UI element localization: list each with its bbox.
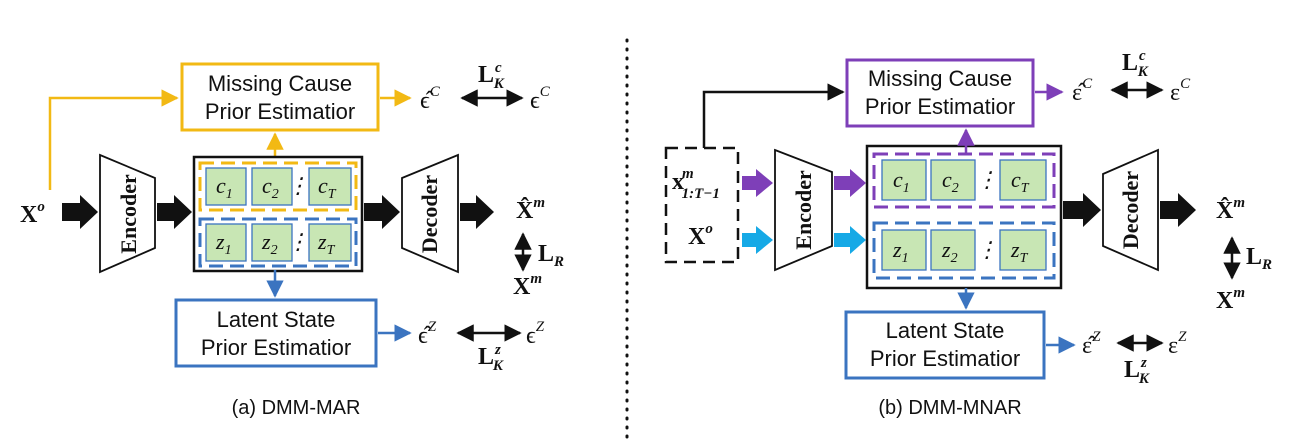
panel-b-latent-line2: Prior Estimatior <box>870 346 1020 371</box>
panel-b-decoder <box>1102 148 1159 272</box>
panel-b-caption: (b) DMM-MNAR <box>878 397 1021 419</box>
panel-a-z-row <box>198 217 358 268</box>
panel-a-cell-z1 <box>205 223 247 262</box>
panel-a-xm-label: Xm <box>513 271 542 300</box>
panel-a-cell-zt <box>308 223 352 262</box>
panel-a-caption: (a) DMM-MAR <box>232 397 361 419</box>
panel-b-latent-box <box>844 310 1046 380</box>
panel-b-cell-zt <box>999 229 1047 271</box>
panel-a-encoder <box>99 153 156 274</box>
panel-b-lr-label: LR <box>1246 244 1272 273</box>
panel-a-cell-z1-label: z1 <box>215 229 232 258</box>
panel-b-cell-z2-label: z2 <box>941 237 958 266</box>
panel-b-z-row <box>872 221 1056 280</box>
panel-b-eps-hat-z: ε̂Z <box>1082 329 1101 359</box>
panel-a-missing-cause-line2: Prior Estimatior <box>205 99 355 124</box>
panel-a-missing-cause-line1: Missing Cause <box>208 71 352 96</box>
panel-a-cell-z2 <box>251 223 293 262</box>
panel-b-c-dots: ⋮ <box>976 167 998 192</box>
panel-b-cell-zt-label: zT <box>1010 237 1029 266</box>
panel-a-encoder-out-arrow <box>157 195 192 229</box>
panel-b-bypass-arrow <box>702 83 845 148</box>
panel-b-cell-z1 <box>881 229 927 271</box>
panel-a: Xo Encoder Missing Cause Prior Estimatio… <box>20 60 564 419</box>
panel-a-xhat-label: X̂m <box>516 195 545 224</box>
panel-a-latent-line2: Prior Estimatior <box>201 335 351 360</box>
panel-b-xhat-label: X̂m <box>1216 195 1245 224</box>
panel-b-missing-cause-box <box>845 58 1035 128</box>
panel-b-cell-c2 <box>930 159 976 201</box>
panel-b-cell-c1-label: c1 <box>893 167 910 196</box>
panel-b-missing-cause-line1: Missing Cause <box>868 66 1012 91</box>
panel-a-c-row <box>198 161 358 212</box>
panel-b-cell-c2-label: c2 <box>942 167 959 196</box>
panel-b-xm-label: Xm <box>1216 285 1245 314</box>
panel-a-input-arrow <box>62 195 98 229</box>
panel-b-purple-out-arrow <box>834 169 866 197</box>
panel-b-cyan-out-arrow <box>834 226 866 254</box>
panel-a-cell-ct <box>308 167 352 206</box>
panel-a-latent-box <box>174 298 378 368</box>
panel-a-decoder-label: Decoder <box>417 175 442 253</box>
panel-a-cell-zt-label: zT <box>317 229 336 258</box>
panel-b-cell-ct-label: cT <box>1011 167 1030 196</box>
panel-a-encoder-label: Encoder <box>116 174 141 254</box>
panel-b-encoder-label: Encoder <box>791 170 816 250</box>
panel-a-eps-z: ϵZ <box>526 319 545 349</box>
panel-a-input-label: Xo <box>20 199 45 228</box>
panel-b-eps-hat-c: ε̂C <box>1072 76 1093 106</box>
panel-b-z-dots: ⋮ <box>976 237 998 262</box>
panel-b-encoder <box>774 148 833 272</box>
panel-a-cell-ct-label: cT <box>318 173 337 202</box>
panel-b-decoder-in-arrow <box>1063 193 1101 227</box>
panel-a-c-dots: ⋮ <box>287 173 309 198</box>
panel-a-z-dots: ⋮ <box>287 229 309 254</box>
panel-a-eps-c: ϵC <box>530 84 551 114</box>
panel-a-latent-line1: Latent State <box>217 307 336 332</box>
panel-b-eps-c: εC <box>1170 76 1191 106</box>
panel-b-output-arrow <box>1160 193 1196 227</box>
panel-b-cell-ct <box>999 159 1047 201</box>
panel-b-missing-cause-line2: Prior Estimatior <box>865 94 1015 119</box>
panel-a-cell-c2-label: c2 <box>262 173 279 202</box>
panel-a-cell-c1-label: c1 <box>216 173 233 202</box>
panel-a-cell-z2-label: z2 <box>261 229 278 258</box>
panel-a-missing-cause-box <box>180 62 380 132</box>
panel-a-bypass-arrow <box>48 89 179 190</box>
panel-b-cell-z2 <box>930 229 976 271</box>
panel-a-lr-label: LR <box>538 241 564 270</box>
panel-b-cyan-in-arrow <box>742 226 773 254</box>
panel-b-c-row <box>872 152 1056 209</box>
panel-a-decoder <box>401 153 459 274</box>
panel-b-purple-in-arrow <box>742 169 773 197</box>
panel-a-eps-hat-z: ϵ̂Z <box>418 319 437 349</box>
panel-b-cell-z1-label: z1 <box>892 237 909 266</box>
panel-b-decoder-label: Decoder <box>1118 171 1143 249</box>
panel-a-cell-c2 <box>251 167 293 206</box>
panel-a-eps-hat-c: ϵ̂C <box>420 84 441 114</box>
panel-b-input-bottom: Xo <box>688 221 713 250</box>
panel-a-decoder-in-arrow <box>364 195 400 229</box>
panel-a-cell-c1 <box>205 167 247 206</box>
panel-b-cell-c1 <box>881 159 927 201</box>
panel-b-latent-line1: Latent State <box>886 318 1005 343</box>
panel-b-input-box <box>664 146 740 264</box>
panel-a-output-arrow <box>460 195 494 229</box>
panel-b-eps-z: εZ <box>1168 329 1187 359</box>
